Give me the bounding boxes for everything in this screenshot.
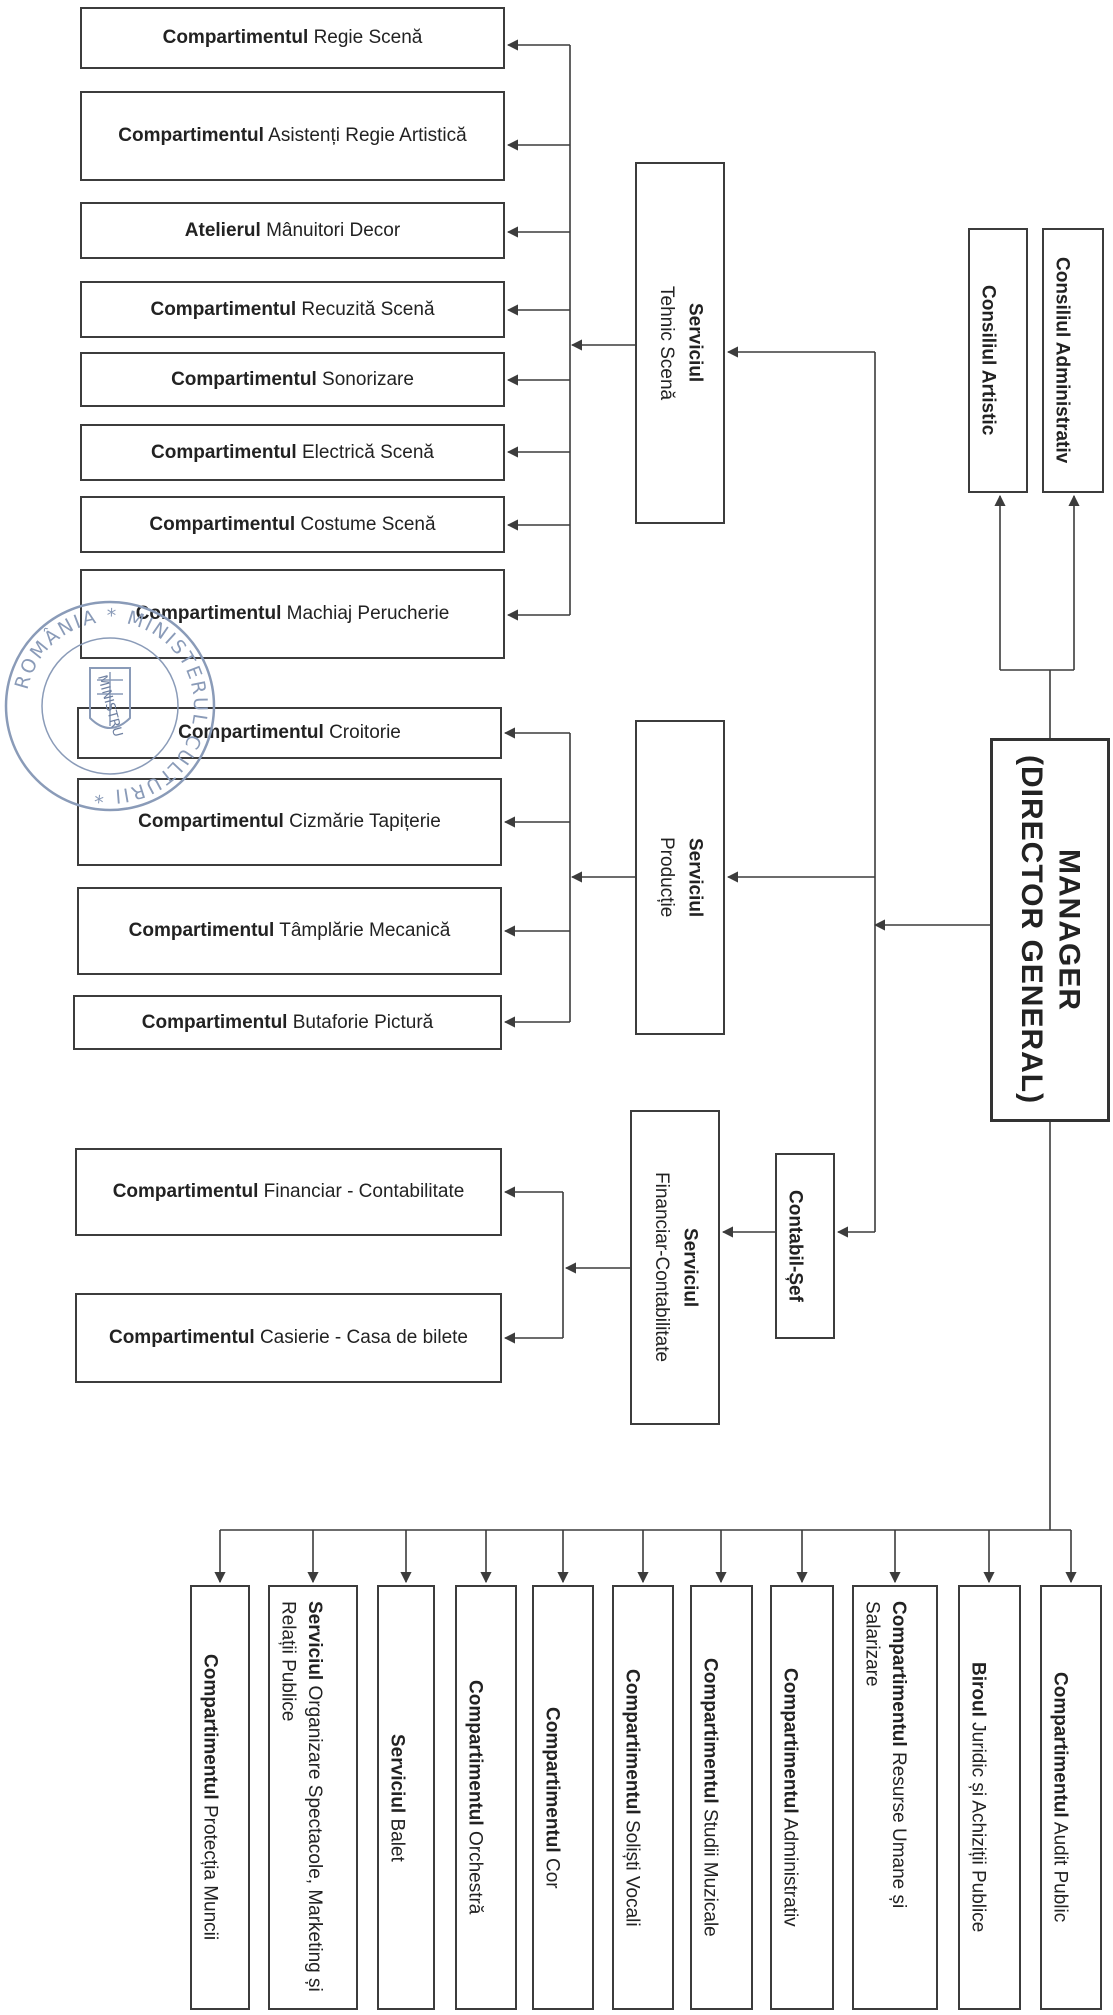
comp-butaforie-bold: Compartimentul	[141, 1011, 288, 1033]
orchestra-rest: Orchestră	[464, 1825, 486, 1915]
comp-machiaj-rest: Machiaj Perucherie	[281, 603, 450, 625]
comp-casierie-bold: Compartimentul	[108, 1327, 255, 1349]
comp-asistenti-regie-rest: Asistenți Regie Artistică	[263, 125, 467, 147]
atelier-manuitori-rest: Mânuitori Decor	[260, 219, 401, 241]
comp-financiar-bold: Compartimentul	[112, 1181, 259, 1203]
comp-croitorie-bold: Compartimentul	[178, 722, 324, 744]
comp-butaforie-rest: Butaforie Pictură	[287, 1011, 434, 1033]
comp-butaforie-pictura: Compartimentul Butaforie Pictură	[73, 995, 502, 1050]
comp-electrica-bold: Compartimentul	[151, 441, 297, 463]
comp-casierie: Compartimentul Casierie - Casa de bilete	[75, 1293, 502, 1383]
audit-rest: Audit Public	[1049, 1818, 1071, 1923]
comp-costume-scena: Compartimentul Costume Scenă	[80, 496, 505, 553]
comp-sonorizare-bold: Compartimentul	[171, 368, 317, 390]
comp-costume-bold: Compartimentul	[149, 513, 296, 535]
bottom-orchestra: Compartimentul Orchestră	[455, 1585, 517, 2010]
bottom-cor: Compartimentul Cor	[532, 1585, 594, 2010]
comp-sonorizare: Compartimentul Sonorizare	[80, 352, 505, 407]
cor-bold: Compartimentul	[541, 1706, 563, 1853]
protectia-rest: Protecția Muncii	[199, 1800, 221, 1941]
bottom-protectia-muncii: Compartimentul Protecția Muncii	[190, 1585, 250, 2010]
comp-asistenti-regie-bold: Compartimentul	[118, 125, 264, 147]
service-financiar: Serviciul Financiar-Contabilitate	[630, 1110, 720, 1425]
administrativ-rest: Administrativ	[779, 1813, 801, 1927]
comp-regie-scena-bold: Compartimentul	[162, 27, 309, 49]
comp-sonorizare-rest: Sonorizare	[316, 368, 414, 390]
solisti-bold: Compartimentul	[621, 1668, 643, 1815]
manager-title: MANAGER	[1052, 849, 1086, 1011]
coat-of-arms-icon	[89, 667, 131, 729]
comp-machiaj-perucherie: Compartimentul Machiaj Perucherie	[80, 569, 505, 659]
comp-croitorie-rest: Croitorie	[323, 722, 401, 744]
organizare-rest: Organizare Spectacole, Marketing și Rela…	[277, 1601, 326, 1992]
comp-machiaj-bold: Compartimentul	[135, 603, 282, 625]
service-tehnic-bold: Serviciul	[684, 303, 706, 383]
orchestra-bold: Compartimentul	[464, 1680, 486, 1826]
comp-casierie-rest: Casierie - Casa de bilete	[254, 1327, 468, 1349]
studii-rest: Studii Muzicale	[699, 1803, 721, 1937]
service-productie: Serviciul Producție	[635, 720, 725, 1035]
studii-bold: Compartimentul	[699, 1658, 721, 1804]
bottom-studii-muzicale: Compartimentul Studii Muzicale	[690, 1585, 753, 2010]
comp-electrica-scena: Compartimentul Electrică Scenă	[80, 424, 505, 481]
comp-croitorie: Compartimentul Croitorie	[77, 707, 502, 759]
audit-bold: Compartimentul	[1049, 1672, 1071, 1819]
protectia-bold: Compartimentul	[199, 1654, 221, 1801]
bottom-administrativ: Compartimentul Administrativ	[770, 1585, 834, 2010]
comp-recuzita-rest: Recuzită Scenă	[296, 298, 435, 320]
comp-cizmarie-tapiterie: Compartimentul Cizmărie Tapițerie	[77, 778, 502, 866]
comp-costume-rest: Costume Scenă	[295, 513, 436, 535]
manager-box: MANAGER (DIRECTOR GENERAL)	[990, 738, 1110, 1122]
bottom-serviciul-balet: Serviciul Balet	[377, 1585, 435, 2010]
council-administrativ-label: Consiliul Administrativ	[1051, 257, 1073, 464]
atelier-manuitori-bold: Atelierul	[184, 219, 261, 241]
comp-financiar-contabilitate: Compartimentul Financiar - Contabilitate	[75, 1148, 502, 1236]
council-artistic: Consiliul Artistic	[968, 228, 1028, 493]
comp-tamplarie-bold: Compartimentul	[128, 920, 275, 942]
manager-subtitle: (DIRECTOR GENERAL)	[1015, 755, 1048, 1105]
comp-recuzita-bold: Compartimentul	[150, 298, 297, 320]
juridic-rest: Juridic și Achiziții Publice	[967, 1717, 989, 1933]
comp-regie-scena: Compartimentul Regie Scenă	[80, 7, 505, 69]
service-productie-bold: Serviciul	[684, 837, 706, 918]
comp-cizmarie-rest: Cizmărie Tapițerie	[283, 811, 441, 833]
service-tehnic-rest: Tehnic Scenă	[656, 285, 677, 401]
service-tehnic-scena: Serviciul Tehnic Scenă	[635, 162, 725, 524]
comp-tamplarie-mecanica: Compartimentul Tâmplărie Mecanică	[77, 887, 502, 975]
balet-rest: Balet	[386, 1812, 408, 1862]
bottom-resurse-umane: Compartimentul Resurse Umane și Salariza…	[852, 1585, 938, 2010]
svg-text:MINISTRU: MINISTRU	[94, 674, 125, 739]
comp-financiar-rest: Financiar - Contabilitate	[258, 1181, 465, 1203]
bottom-solisti-vocali: Compartimentul Soliști Vocali	[612, 1585, 674, 2010]
service-productie-rest: Producție	[656, 837, 677, 918]
comp-tamplarie-rest: Tâmplărie Mecanică	[274, 920, 451, 942]
contabil-sef-label: Contabil-Șef	[784, 1190, 806, 1302]
balet-bold: Serviciul	[386, 1733, 408, 1813]
bottom-organizare-spectacole: Serviciul Organizare Spectacole, Marketi…	[268, 1585, 358, 2010]
service-financiar-rest: Financiar-Contabilitate	[651, 1172, 672, 1363]
council-artistic-label: Consiliul Artistic	[977, 285, 999, 436]
council-administrativ: Consiliul Administrativ	[1042, 228, 1104, 493]
contabil-sef-box: Contabil-Șef	[775, 1153, 835, 1339]
comp-asistenti-regie: Compartimentul Asistenți Regie Artistică	[80, 91, 505, 181]
resurse-rest: Resurse Umane și Salarizare	[861, 1601, 910, 1909]
solisti-rest: Soliști Vocali	[621, 1814, 643, 1927]
administrativ-bold: Compartimentul	[779, 1668, 801, 1814]
atelier-manuitori-decor: Atelierul Mânuitori Decor	[80, 202, 505, 259]
comp-electrica-rest: Electrică Scenă	[296, 441, 434, 463]
official-stamp: ROMÂNIA * MINISTERUL CULTURII * MINISTRU	[4, 600, 216, 812]
bottom-audit-public: Compartimentul Audit Public	[1040, 1585, 1102, 2010]
service-financiar-bold: Serviciul	[679, 1227, 701, 1308]
comp-cizmarie-bold: Compartimentul	[138, 811, 284, 833]
resurse-bold: Compartimentul	[888, 1601, 910, 1747]
comp-recuzita-scena: Compartimentul Recuzită Scenă	[80, 281, 505, 338]
bottom-birou-juridic: Biroul Juridic și Achiziții Publice	[958, 1585, 1021, 2010]
comp-regie-scena-rest: Regie Scenă	[308, 27, 423, 49]
juridic-bold: Biroul	[967, 1662, 989, 1718]
organizare-bold: Serviciul	[304, 1601, 326, 1681]
connector-lines	[214, 39, 1080, 1584]
cor-rest: Cor	[541, 1852, 563, 1889]
